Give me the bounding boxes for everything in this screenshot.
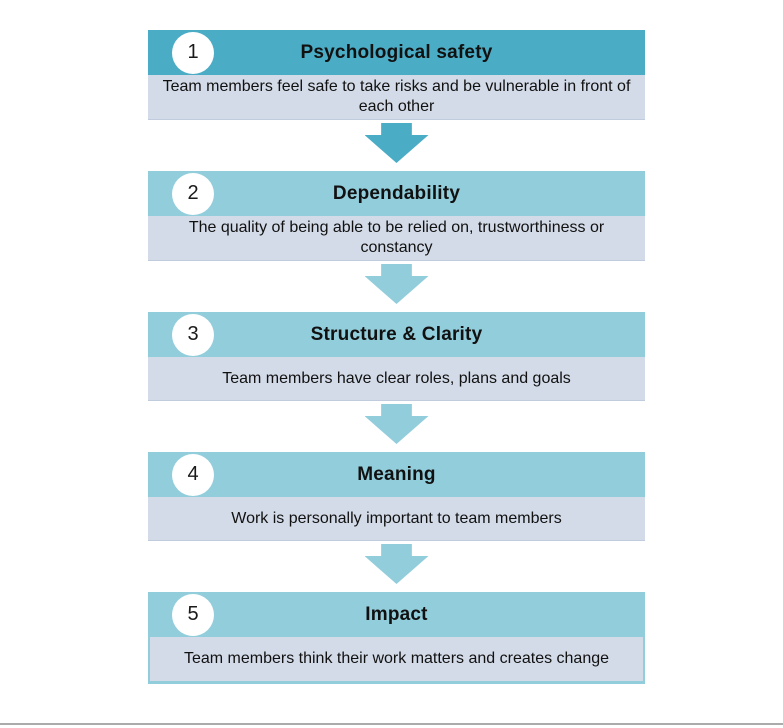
step-number: 2 (187, 182, 199, 204)
section-description: Work is personally important to team mem… (148, 497, 645, 541)
section-title: Structure & Clarity (310, 323, 483, 345)
section-header: 1 Psychological safety (148, 30, 645, 75)
arrow-row (148, 544, 645, 584)
step-number-badge: 1 (172, 31, 214, 74)
section-title: Psychological safety (300, 41, 493, 63)
step-number: 3 (187, 323, 199, 345)
section-psychological-safety: 1 Psychological safety Team members feel… (148, 30, 645, 120)
section-title: Impact (365, 603, 428, 625)
down-arrow-icon (364, 544, 429, 584)
section-structure-clarity: 3 Structure & Clarity Team members have … (148, 312, 645, 401)
section-description: The quality of being able to be relied o… (148, 216, 645, 261)
down-arrow-icon (364, 404, 429, 444)
section-meaning: 4 Meaning Work is personally important t… (148, 452, 645, 541)
step-number: 1 (187, 41, 199, 63)
step-number-badge: 5 (172, 593, 214, 636)
section-dependability: 2 Dependability The quality of being abl… (148, 171, 645, 261)
down-arrow-icon (364, 264, 429, 304)
bottom-divider-line (0, 723, 783, 725)
section-impact: 5 Impact Team members think their work m… (148, 592, 645, 684)
section-description: Team members feel safe to take risks and… (148, 75, 645, 120)
step-number-badge: 3 (172, 313, 214, 356)
section-title: Meaning (357, 463, 436, 485)
arrow-row (148, 123, 645, 163)
section-header: 3 Structure & Clarity (148, 312, 645, 357)
section-description: Team members think their work matters an… (150, 637, 643, 681)
step-number: 5 (187, 603, 199, 625)
section-header: 4 Meaning (148, 452, 645, 497)
section-header: 2 Dependability (148, 171, 645, 216)
section-title: Dependability (332, 182, 461, 204)
section-description: Team members have clear roles, plans and… (148, 357, 645, 401)
arrow-row (148, 264, 645, 304)
step-number-badge: 4 (172, 453, 214, 496)
five-factors-diagram: 1 Psychological safety Team members feel… (148, 30, 645, 684)
down-arrow-icon (364, 123, 429, 163)
step-number: 4 (187, 463, 199, 485)
arrow-row (148, 404, 645, 444)
step-number-badge: 2 (172, 172, 214, 215)
section-header: 5 Impact (148, 592, 645, 637)
